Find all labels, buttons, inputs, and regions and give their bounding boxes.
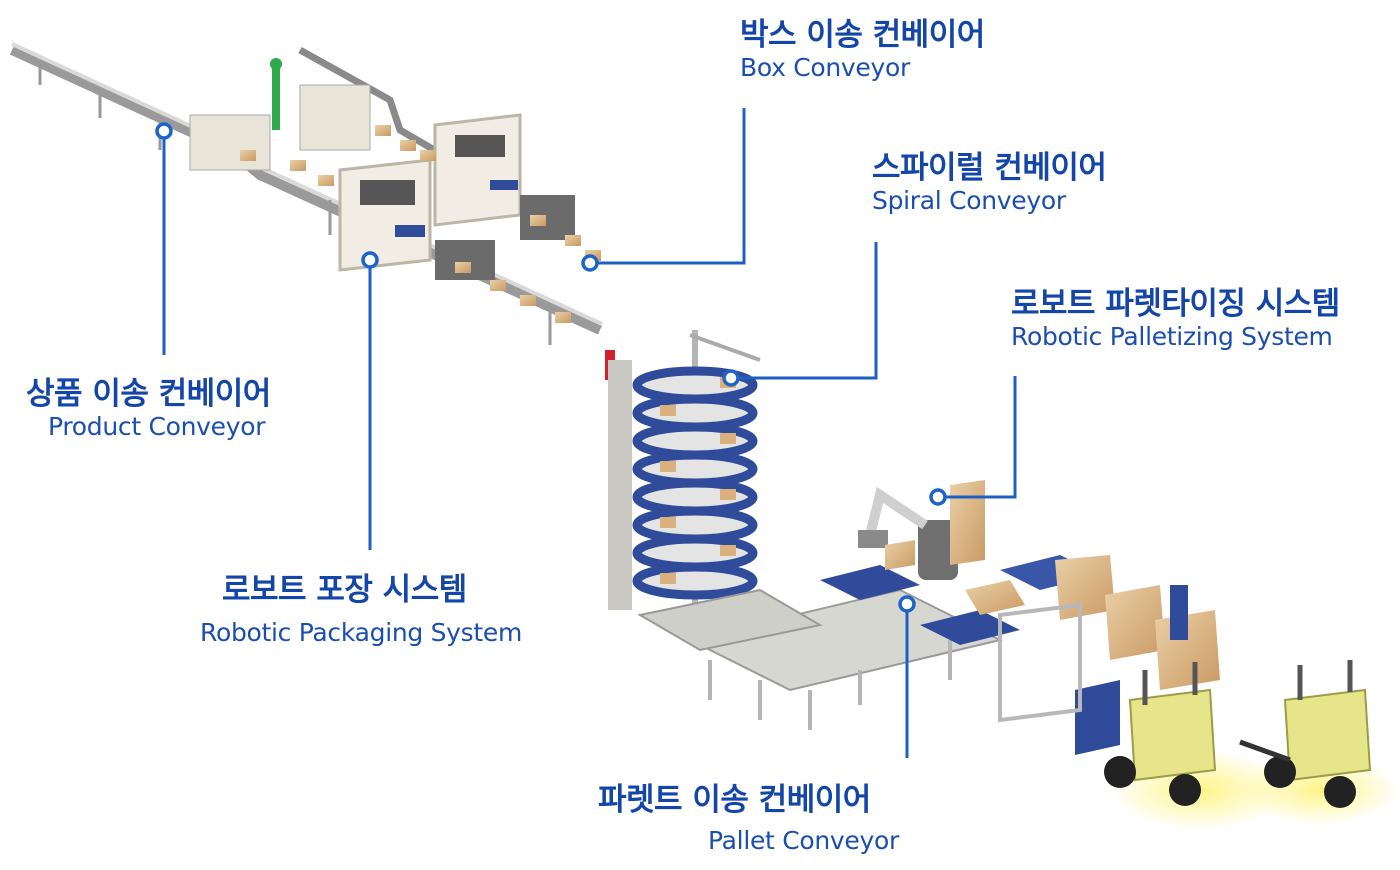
leader-lines	[155, 108, 1017, 758]
label-robotic-packaging-ko: 로보트 포장 시스템	[222, 572, 467, 608]
marker-packaging	[361, 251, 379, 269]
label-box-conveyor: 박스 이송 컨베이어 Box Conveyor	[740, 17, 985, 83]
label-pallet-conveyor: 파렛트 이송 컨베이어	[598, 782, 871, 818]
label-pallet-conveyor-en-wrap: Pallet Conveyor	[708, 826, 899, 856]
leader-spiral-conveyor	[731, 242, 878, 380]
label-robotic-palletizing-en: Robotic Palletizing System	[1011, 322, 1333, 351]
label-spiral-conveyor-ko: 스파이럴 컨베이어	[872, 150, 1107, 186]
leader-box-conveyor	[590, 108, 746, 265]
marker-palletizing	[929, 488, 947, 506]
label-robotic-packaging-en-wrap: Robotic Packaging System	[200, 618, 522, 648]
marker-box-conveyor	[581, 254, 599, 272]
label-robotic-palletizing-ko: 로보트 파렛타이징 시스템	[1011, 286, 1340, 322]
forklift-illustrations	[1104, 660, 1400, 830]
marker-pallet-conveyor	[898, 595, 916, 613]
spiral-ring	[632, 562, 758, 600]
label-box-conveyor-ko: 박스 이송 컨베이어	[740, 17, 985, 53]
marker-spiral-conveyor	[722, 369, 740, 387]
label-robotic-palletizing: 로보트 파렛타이징 시스템 Robotic Palletizing System	[1011, 286, 1340, 352]
spiral-box	[660, 461, 676, 472]
spiral-box	[660, 517, 676, 528]
spiral-box	[660, 573, 676, 584]
label-robotic-packaging: 로보트 포장 시스템	[222, 572, 467, 608]
spiral-box	[720, 433, 736, 444]
label-spiral-conveyor: 스파이럴 컨베이어 Spiral Conveyor	[872, 150, 1107, 216]
spiral-box	[660, 405, 676, 416]
label-spiral-conveyor-en: Spiral Conveyor	[872, 186, 1066, 215]
label-product-conveyor-en: Product Conveyor	[48, 412, 266, 441]
spiral-box	[720, 545, 736, 556]
label-robotic-packaging-en: Robotic Packaging System	[200, 618, 523, 647]
label-product-conveyor-ko: 상품 이송 컨베이어	[26, 376, 271, 412]
spiral-box	[720, 489, 736, 500]
label-pallet-conveyor-en: Pallet Conveyor	[708, 826, 899, 855]
label-pallet-conveyor-ko: 파렛트 이송 컨베이어	[598, 782, 871, 818]
product-conveyor-illustration	[9, 42, 615, 380]
spiral-conveyor-illustration	[608, 330, 761, 620]
leader-palletizing	[938, 376, 1017, 499]
label-box-conveyor-en: Box Conveyor	[740, 53, 910, 82]
label-product-conveyor: 상품 이송 컨베이어 Product Conveyor	[26, 376, 271, 442]
pallet-conveyor-illustration	[637, 480, 1220, 755]
marker-product-conveyor	[155, 122, 173, 140]
